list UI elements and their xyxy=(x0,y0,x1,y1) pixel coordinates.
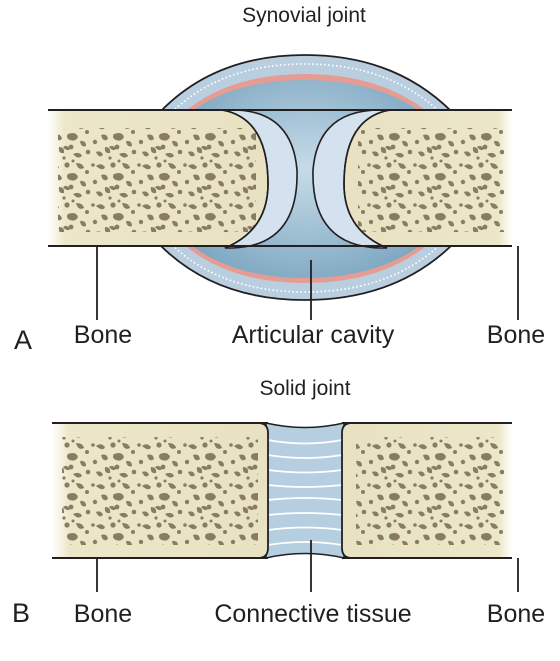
panel-a-title: Synovial joint xyxy=(242,4,366,27)
label-bone-left-b: Bone xyxy=(74,600,132,628)
panel-b-title: Solid joint xyxy=(259,377,350,400)
label-bone-left-a: Bone xyxy=(74,321,132,349)
label-bone-right-b: Bone xyxy=(487,600,545,628)
label-articular-cavity: Articular cavity xyxy=(232,321,395,349)
label-connective-tissue: Connective tissue xyxy=(214,600,411,628)
panel-a: Synovial joint Bone Articular cavity Bon… xyxy=(14,4,545,355)
panel-a-letter: A xyxy=(14,325,32,355)
connective-fibers xyxy=(267,439,343,546)
panel-b: Solid joint Bone xyxy=(12,377,545,628)
label-bone-right-a: Bone xyxy=(487,321,545,349)
panel-b-letter: B xyxy=(12,598,30,628)
capsule-dotted-layer xyxy=(171,63,441,293)
